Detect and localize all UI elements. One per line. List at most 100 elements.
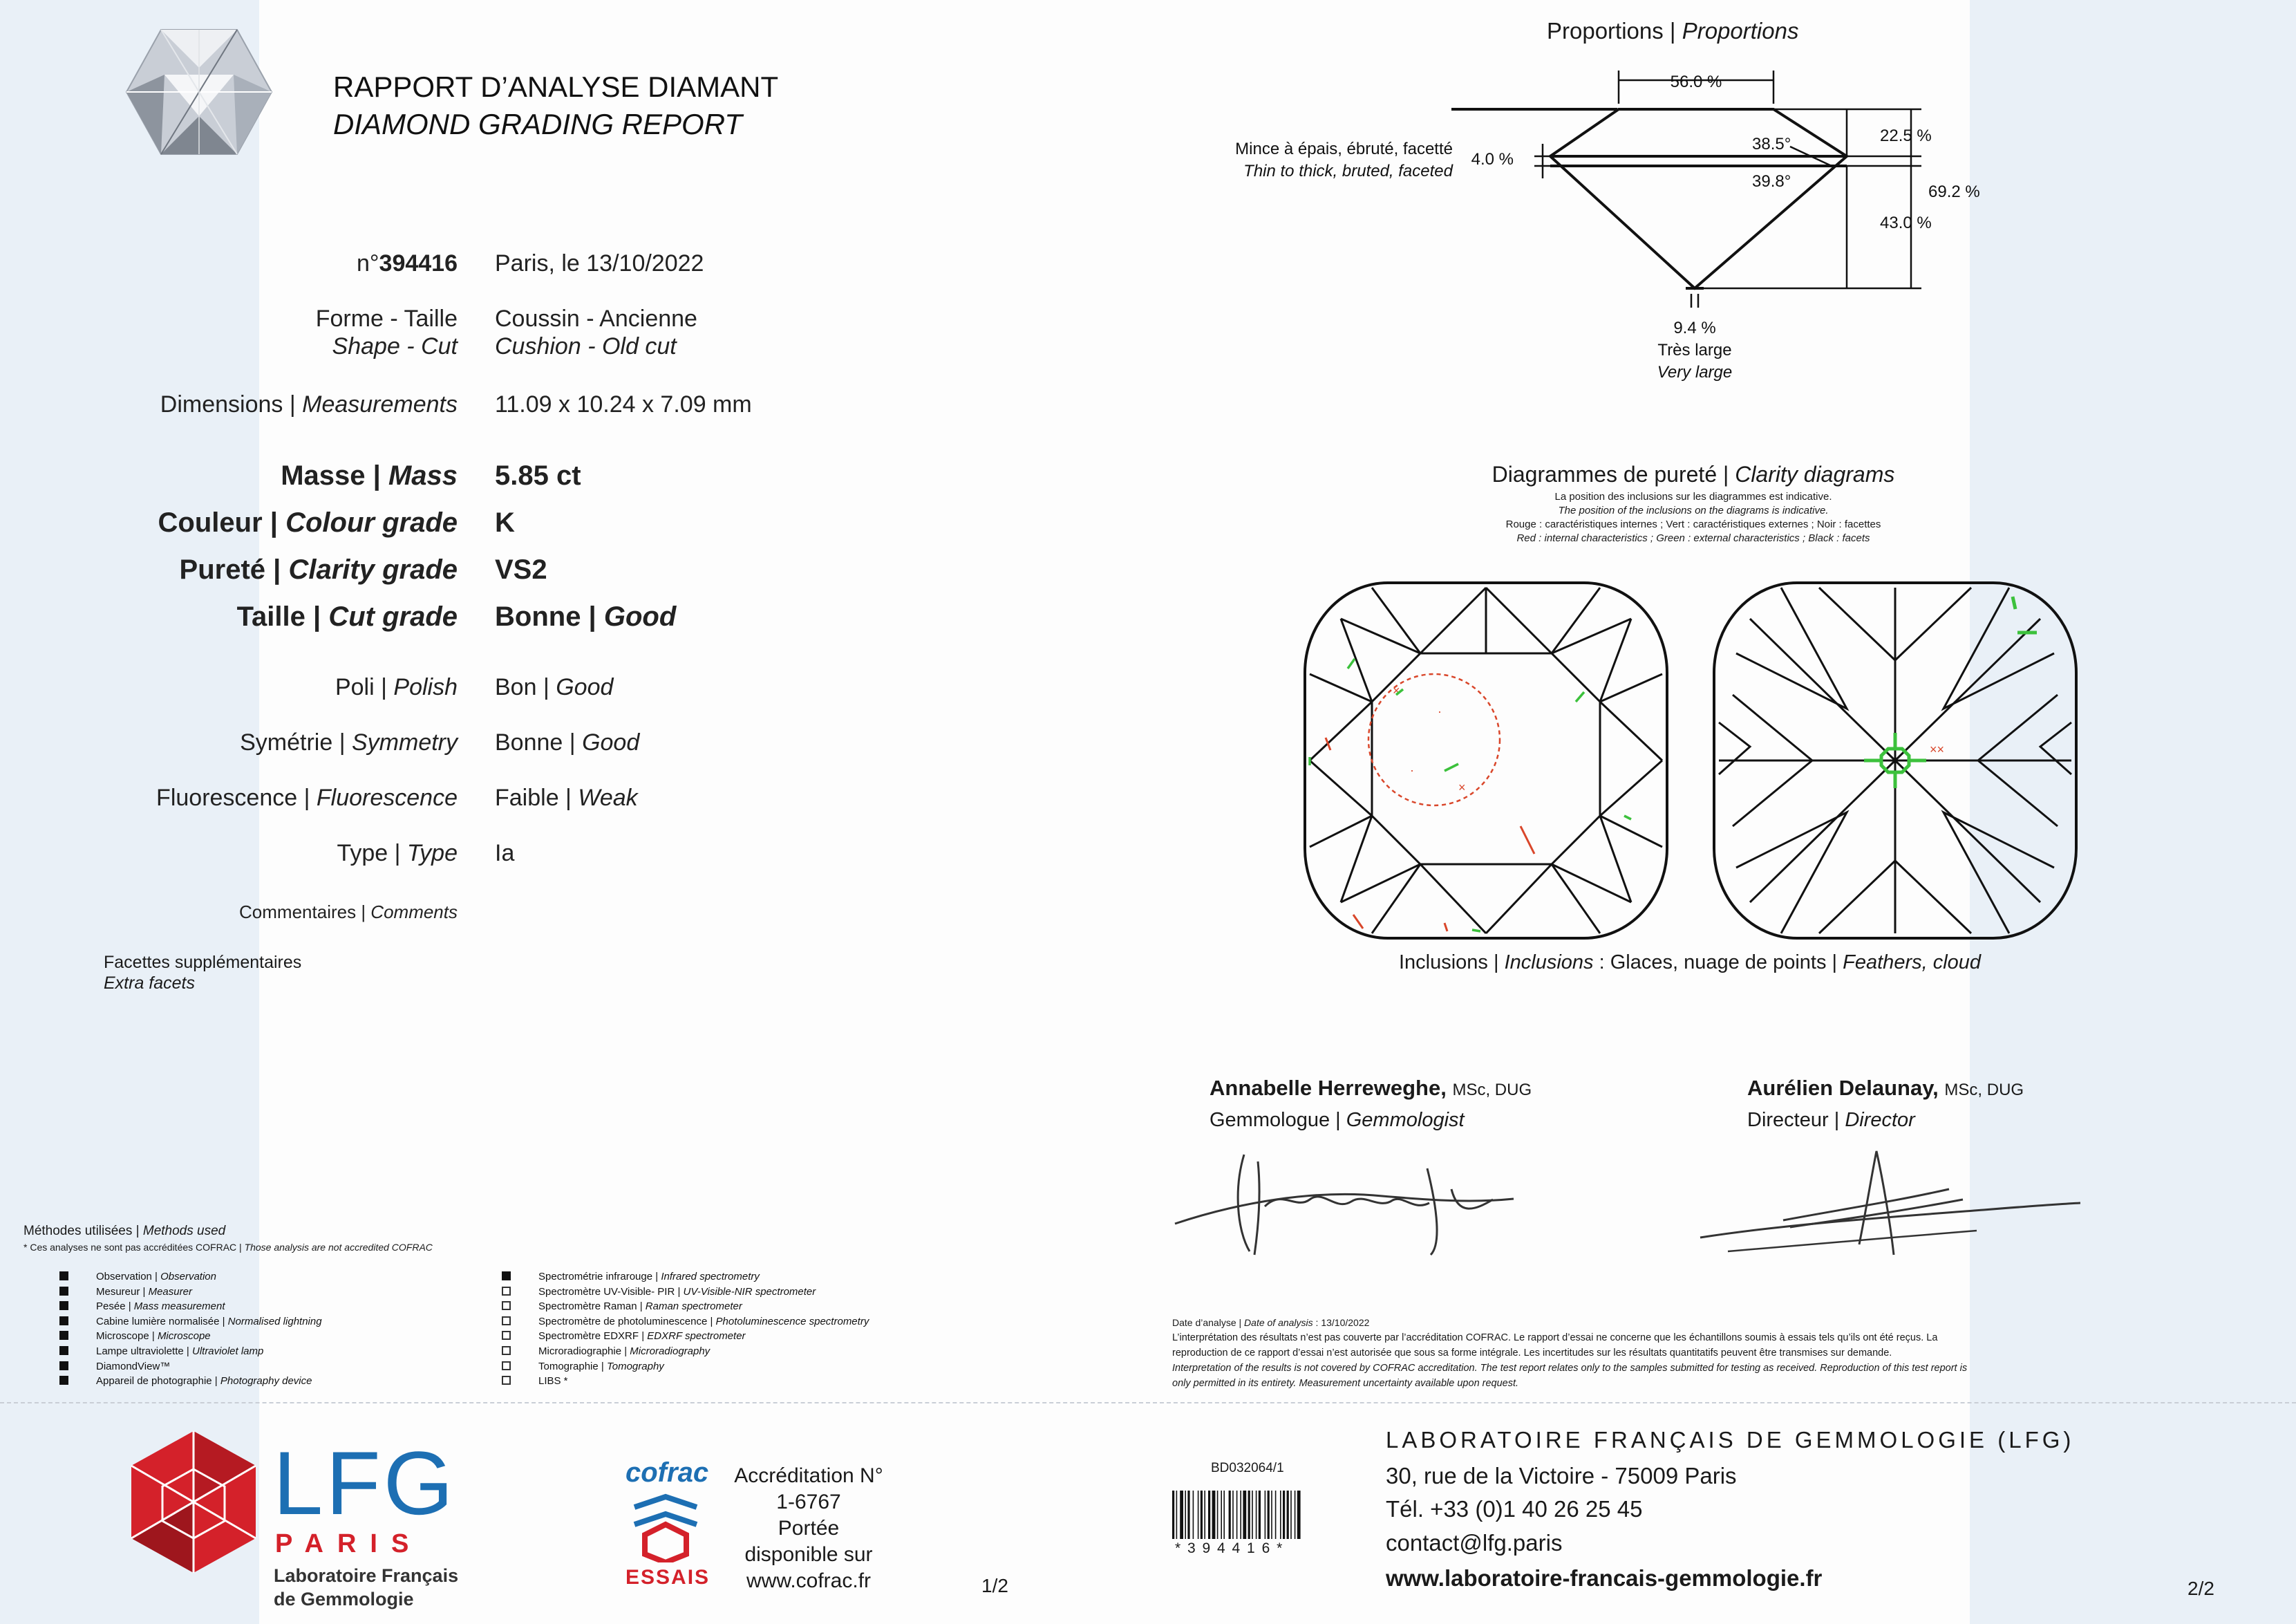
clarity-note2-fr: Rouge : caractéristiques internes ; Vert… [1505,519,1881,530]
signatory-2-role: Directeur | Director [1747,1109,1915,1131]
lfg-logo-paris: PARIS [275,1529,423,1558]
method-item: Tomographie | Tomography [502,1361,664,1372]
barcode-bar [1294,1491,1296,1539]
fluorescence-value: Faible | Weak [495,785,638,811]
method-item: Cabine lumière normalisée | Normalised l… [59,1316,322,1327]
method-label-fr: Microscope [96,1330,149,1343]
method-label-en: Measurer [148,1285,192,1298]
colour-value: K [495,507,515,538]
method-item: Spectromètre EDXRF | EDXRF spectrometer [502,1330,746,1342]
barcode-bar [1232,1491,1234,1539]
barcode [1172,1491,1301,1539]
methods-note: * Ces analyses ne sont pas accréditées C… [23,1242,433,1253]
external-features [1308,657,1632,933]
checked-box-icon [502,1271,511,1280]
method-label-fr: Microradiographie [538,1345,622,1357]
shape-value-fr: Coussin - Ancienne [495,306,697,332]
polish-label: Poli | Polish [335,674,458,700]
pavilion-internal-mark: ×× [1930,743,1944,756]
method-item: Observation | Observation [59,1271,216,1282]
lab-email[interactable]: contact@lfg.paris [1386,1530,1563,1556]
dimensions-value: 11.09 x 10.24 x 7.09 mm [495,391,752,418]
barcode-bar [1283,1491,1286,1539]
method-label-fr: Cabine lumière normalisée [96,1315,220,1327]
accreditation-text: Accréditation N° 1-6767 Portée disponibl… [734,1464,883,1592]
total-depth-percent: 69.2 % [1928,183,1980,201]
lab-phone: Tél. +33 (0)1 40 26 25 45 [1386,1496,1643,1522]
method-item: Appareil de photographie | Photography d… [59,1375,312,1387]
method-label-en: Microradiography [630,1345,711,1357]
method-label-en: Ultraviolet lamp [191,1345,264,1357]
barcode-bar [1208,1491,1211,1539]
barcode-bar [1197,1491,1199,1539]
signatory-1-role: Gemmologue | Gemmologist [1210,1109,1465,1131]
svg-text:×: × [1393,684,1400,698]
method-label-fr: Mesureur [96,1285,140,1298]
svg-text:×: × [1458,781,1466,794]
checked-box-icon [59,1331,68,1341]
barcode-bar [1240,1491,1241,1539]
shape-label-fr: Forme - Taille [315,306,458,332]
method-item: Spectromètre de photoluminescence | Phot… [502,1316,869,1327]
girdle-desc-fr: Mince à épais, ébruté, facetté [1235,140,1453,158]
barcode-bar [1180,1491,1183,1539]
barcode-bar [1264,1491,1266,1539]
unchecked-box-icon [502,1316,511,1325]
method-label-en: Mass measurement [133,1300,225,1313]
barcode-bar [1290,1491,1292,1539]
right-blue-band [1970,0,2296,1624]
culet-desc-en: Very large [1657,363,1733,382]
inclusions-line: Inclusions | Inclusions : Glaces, nuage … [1398,951,1982,973]
legal-line-4: only permitted in its entirety. Measurem… [1172,1378,1519,1389]
internal-inclusions: × · × · [1324,684,1536,932]
method-item: DiamondView™ [59,1361,170,1372]
legal-line-1: L’interprétation des résultats n’est pas… [1172,1332,1938,1343]
checked-box-icon [59,1271,68,1280]
checked-box-icon [59,1346,68,1355]
barcode-bar [1286,1491,1289,1539]
lab-website[interactable]: www.laboratoire-francais-gemmologie.fr [1386,1565,1823,1591]
clarity-diagrams-title: Diagrammes de pureté | Clarity diagrams [1492,462,1895,487]
pavilion-depth-percent: 43.0 % [1880,214,1932,232]
barcode-bar [1228,1491,1231,1539]
method-label-fr: LIBS * [538,1375,568,1388]
analysis-date: Date d’analyse | Date of analysis : 13/1… [1172,1317,1370,1328]
extra-facets-label-en: Extra facets [104,973,195,993]
clarity-note1-fr: La position des inclusions sur les diagr… [1554,491,1832,503]
method-label-fr: Spectromètre de photoluminescence [538,1315,708,1327]
method-label-fr: Spectromètre Raman [538,1300,637,1313]
clarity-note1-en: The position of the inclusions on the di… [1558,505,1829,516]
barcode-bar [1221,1491,1222,1539]
girdle-desc-en: Thin to thick, bruted, faceted [1243,162,1453,180]
shape-label-en: Shape - Cut [332,333,458,360]
signature-2 [1700,1150,2081,1256]
checked-box-icon [59,1286,68,1296]
barcode-bar [1185,1491,1186,1539]
left-blue-band [0,0,259,1624]
method-label-fr: Spectrométrie infrarouge [538,1271,653,1282]
method-item: LIBS * [502,1375,568,1387]
method-label-en: Photoluminescence spectrometry [715,1315,869,1327]
barcode-bar [1176,1491,1178,1539]
method-label-fr: Spectromètre EDXRF [538,1330,639,1343]
cut-value: Bonne | Good [495,601,677,632]
proportions-diagram: 56.0 % 22.5 % 43.0 % 69.2 % 38.5° 39.8° … [1235,71,1980,382]
crown-height-percent: 22.5 % [1880,127,1932,145]
method-label-fr: Lampe ultraviolette [96,1345,184,1357]
method-label-en: Tomography [606,1360,664,1372]
mass-label: Masse | Mass [281,460,458,491]
clarity-label: Pureté | Clarity grade [179,554,458,585]
barcode-bar [1236,1491,1238,1539]
method-item: Lampe ultraviolette | Ultraviolet lamp [59,1345,263,1357]
type-value: Ia [495,840,515,866]
page-number-right: 2/2 [2187,1578,2214,1599]
checked-box-icon [59,1376,68,1385]
type-label: Type | Type [337,840,458,866]
lfg-logo-icon [131,1431,256,1573]
svg-text:·: · [1438,704,1442,718]
method-label-en: Normalised lightning [227,1315,322,1327]
fluorescence-label: Fluorescence | Fluorescence [156,785,458,811]
page-number-left: 1/2 [981,1575,1008,1596]
barcode-bar [1280,1491,1281,1539]
